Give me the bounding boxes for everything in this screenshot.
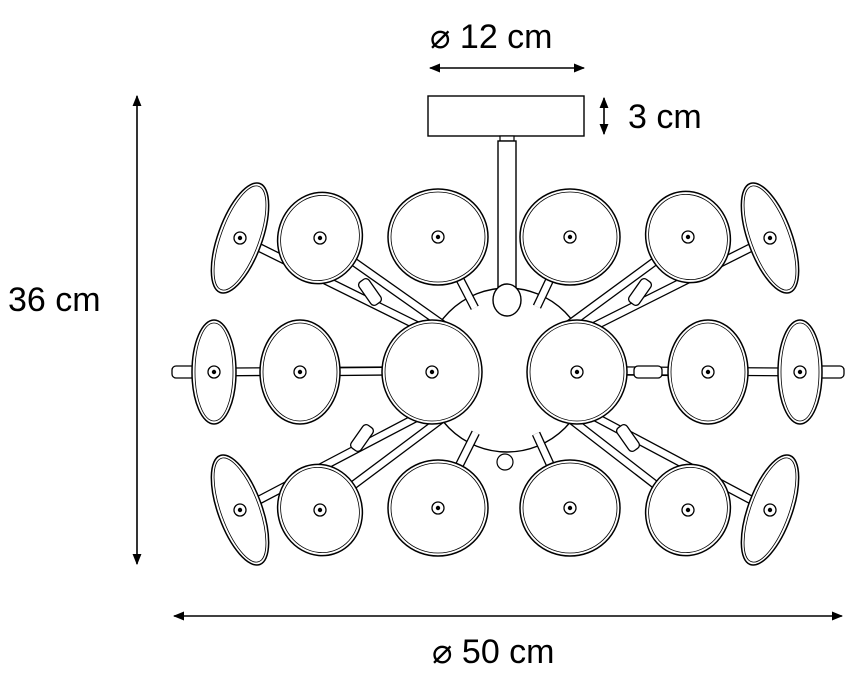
canopy-diameter-label: ⌀ 12 cm: [430, 18, 553, 56]
bulb: [627, 278, 653, 306]
disc-screw-head: [435, 234, 441, 240]
rod-body: [568, 235, 772, 342]
reflector-disc-rim: [390, 191, 486, 283]
hub-top-bulb: [492, 283, 522, 317]
disc-screw-head: [567, 505, 573, 511]
bulb: [357, 278, 383, 306]
disc-screw-head: [705, 369, 711, 375]
ceiling-canopy: [427, 95, 585, 137]
reflector-disc-rim: [648, 193, 728, 281]
reflector-disc-rim: [522, 191, 618, 283]
bulb: [633, 365, 663, 379]
reflector-disc-rim: [743, 457, 797, 563]
disc-screw-head: [237, 507, 243, 513]
disc-screw-head: [797, 369, 803, 375]
bulb: [349, 424, 375, 452]
hub-bottom-bulb: [496, 453, 514, 471]
rod-body: [567, 400, 772, 513]
reflector-disc-rim: [280, 194, 360, 282]
disc-screw-head: [574, 369, 580, 375]
reflector-disc-rim: [743, 185, 797, 291]
disc-screw-head: [317, 507, 323, 513]
reflector-disc-rim: [280, 466, 360, 554]
total-height-label: 36 cm: [8, 281, 101, 319]
disc-screw-head: [767, 507, 773, 513]
reflector-disc-rim: [213, 185, 267, 291]
canopy-height-label: 3 cm: [628, 98, 702, 136]
reflector-disc-rim: [670, 322, 746, 422]
reflector-disc-rim: [529, 322, 625, 422]
disc-screw-head: [767, 235, 773, 241]
reflector-disc-rim: [262, 322, 338, 422]
total-diameter-label: ⌀ 50 cm: [432, 633, 555, 671]
disc-screw-head: [567, 234, 573, 240]
reflector-disc-rim: [384, 322, 480, 422]
rod-body: [238, 235, 446, 342]
reflector-disc-rim: [390, 462, 486, 554]
rod-body: [238, 399, 447, 513]
disc-screw-head: [429, 369, 435, 375]
disc-screw-head: [435, 505, 441, 511]
reflector-disc-rim: [780, 322, 820, 422]
canopy-nut: [499, 135, 515, 142]
reflector-disc-rim: [522, 462, 618, 554]
reflector-discs: [191, 182, 823, 566]
bulb: [615, 424, 641, 452]
disc-screw-head: [237, 235, 243, 241]
disc-screw-head: [685, 507, 691, 513]
disc-screw-head: [317, 235, 323, 241]
reflector-disc-rim: [194, 322, 234, 422]
disc-screw-head: [685, 234, 691, 240]
reflector-disc-rim: [648, 466, 728, 554]
disc-screw-head: [297, 369, 303, 375]
lamp-stem: [497, 140, 517, 292]
disc-screw-head: [211, 369, 217, 375]
reflector-disc-rim: [213, 457, 267, 563]
